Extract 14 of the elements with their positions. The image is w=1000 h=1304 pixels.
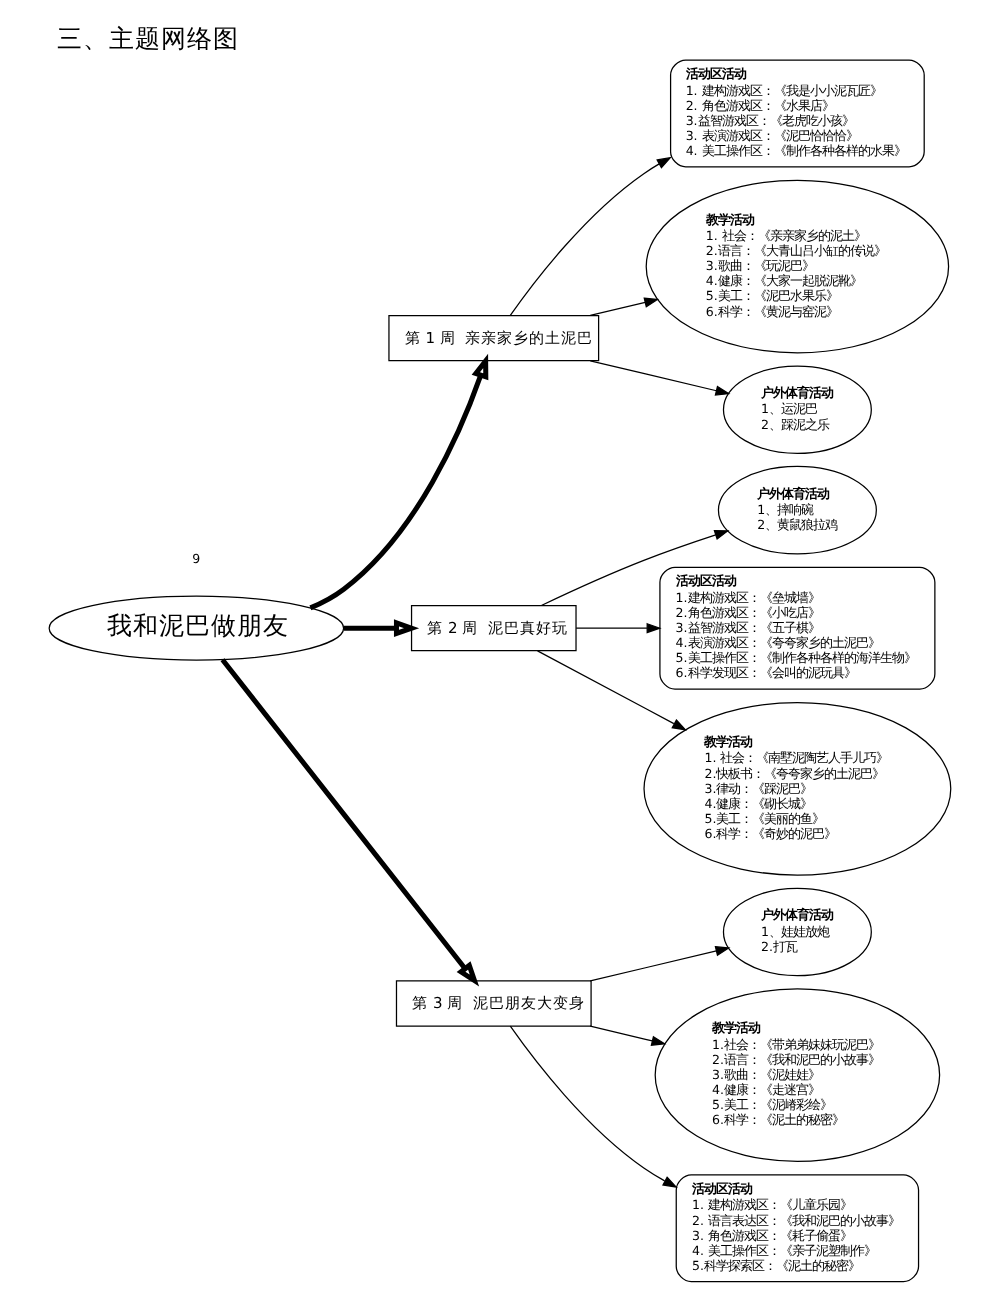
arrow <box>589 297 660 317</box>
diagram-title: 三、主题网络图 <box>57 23 240 54</box>
arrow <box>589 945 731 982</box>
arrow <box>589 360 731 396</box>
node-ellipse: 我和泥巴做朋友 <box>48 595 345 661</box>
arrow <box>509 1025 678 1188</box>
arrow <box>540 530 730 607</box>
arrow <box>589 1025 667 1046</box>
arrow <box>575 622 662 634</box>
arrow <box>343 619 420 637</box>
arrow <box>220 658 480 987</box>
arrow <box>536 650 688 731</box>
arrow <box>509 156 672 317</box>
arrow <box>309 353 489 611</box>
